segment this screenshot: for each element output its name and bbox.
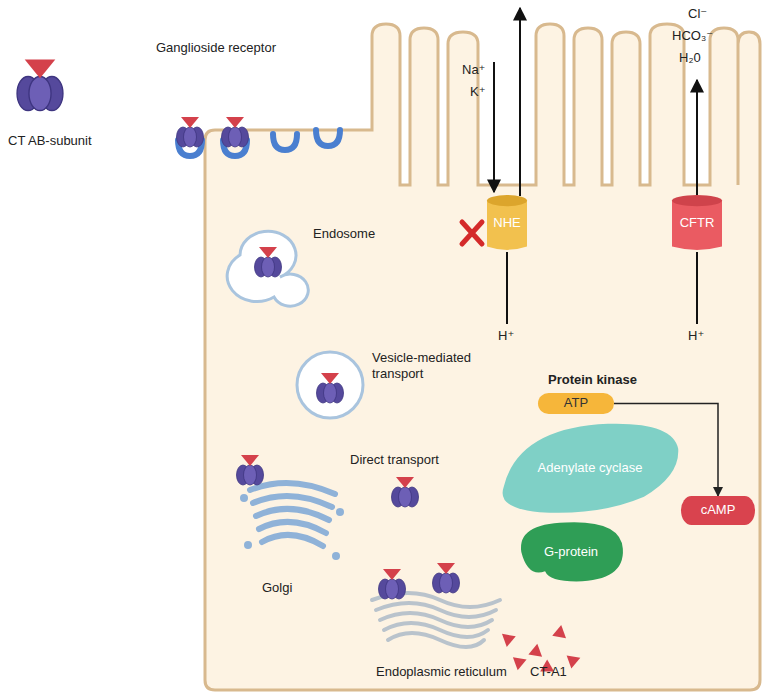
cholera-toxin-icon xyxy=(17,60,63,111)
part-label: Golgi xyxy=(262,580,292,596)
part-label: Ganglioside receptor xyxy=(156,40,276,56)
part-label: CT AB-subunit xyxy=(8,133,92,149)
ganglioside-receptor xyxy=(273,134,297,150)
cholera-toxin-icon xyxy=(317,373,344,403)
part-label: CT-A1 xyxy=(530,664,567,680)
cholera-toxin-icon xyxy=(255,247,282,277)
part-label: Na⁺ xyxy=(462,62,485,78)
node-label: ATP xyxy=(564,396,588,411)
part-label: HCO₃⁻ xyxy=(672,28,713,44)
node-label: NHE xyxy=(493,216,520,231)
node-label: cAMP xyxy=(701,503,736,518)
part-label: Direct transport xyxy=(350,452,439,468)
nhe-exchanger: NHE xyxy=(487,195,527,251)
g-protein: G-protein xyxy=(517,520,625,584)
cholera-toxin-icon xyxy=(222,117,249,147)
part-label: H⁺ xyxy=(688,328,704,344)
cholera-toxin-icon xyxy=(433,563,460,593)
part-label: Endosome xyxy=(313,226,375,242)
atp-pill: ATP xyxy=(538,393,614,414)
endoplasmic-reticulum xyxy=(372,593,500,647)
cftr-channel: CFTR xyxy=(672,195,722,251)
node-label: Adenylate cyclase xyxy=(538,461,643,476)
node-label: G-protein xyxy=(544,545,598,560)
cholera-toxin-icon xyxy=(392,477,419,507)
part-label: Vesicle-mediated transport xyxy=(372,350,492,381)
part-label: K⁺ xyxy=(470,84,486,100)
cholera-toxin-icon xyxy=(379,569,406,599)
part-label: H₂0 xyxy=(679,50,701,66)
node-label: CFTR xyxy=(680,216,715,231)
vesicle xyxy=(297,352,363,418)
adenylate-cyclase: Adenylate cyclase xyxy=(500,420,680,516)
cholera-toxin-icon xyxy=(177,117,204,147)
cell-membrane xyxy=(205,24,760,690)
cholera-toxin-icon xyxy=(237,455,264,485)
camp-pill: cAMP xyxy=(681,496,755,525)
part-label: H⁺ xyxy=(498,328,514,344)
ion-flow-arrows xyxy=(462,8,697,324)
golgi-apparatus xyxy=(240,483,344,560)
ganglioside-receptor xyxy=(316,130,340,146)
part-label: Cl⁻ xyxy=(688,6,707,22)
section-heading: Protein kinase xyxy=(548,372,637,388)
part-label: Endoplasmic reticulum xyxy=(376,664,507,680)
endosome xyxy=(227,231,308,306)
